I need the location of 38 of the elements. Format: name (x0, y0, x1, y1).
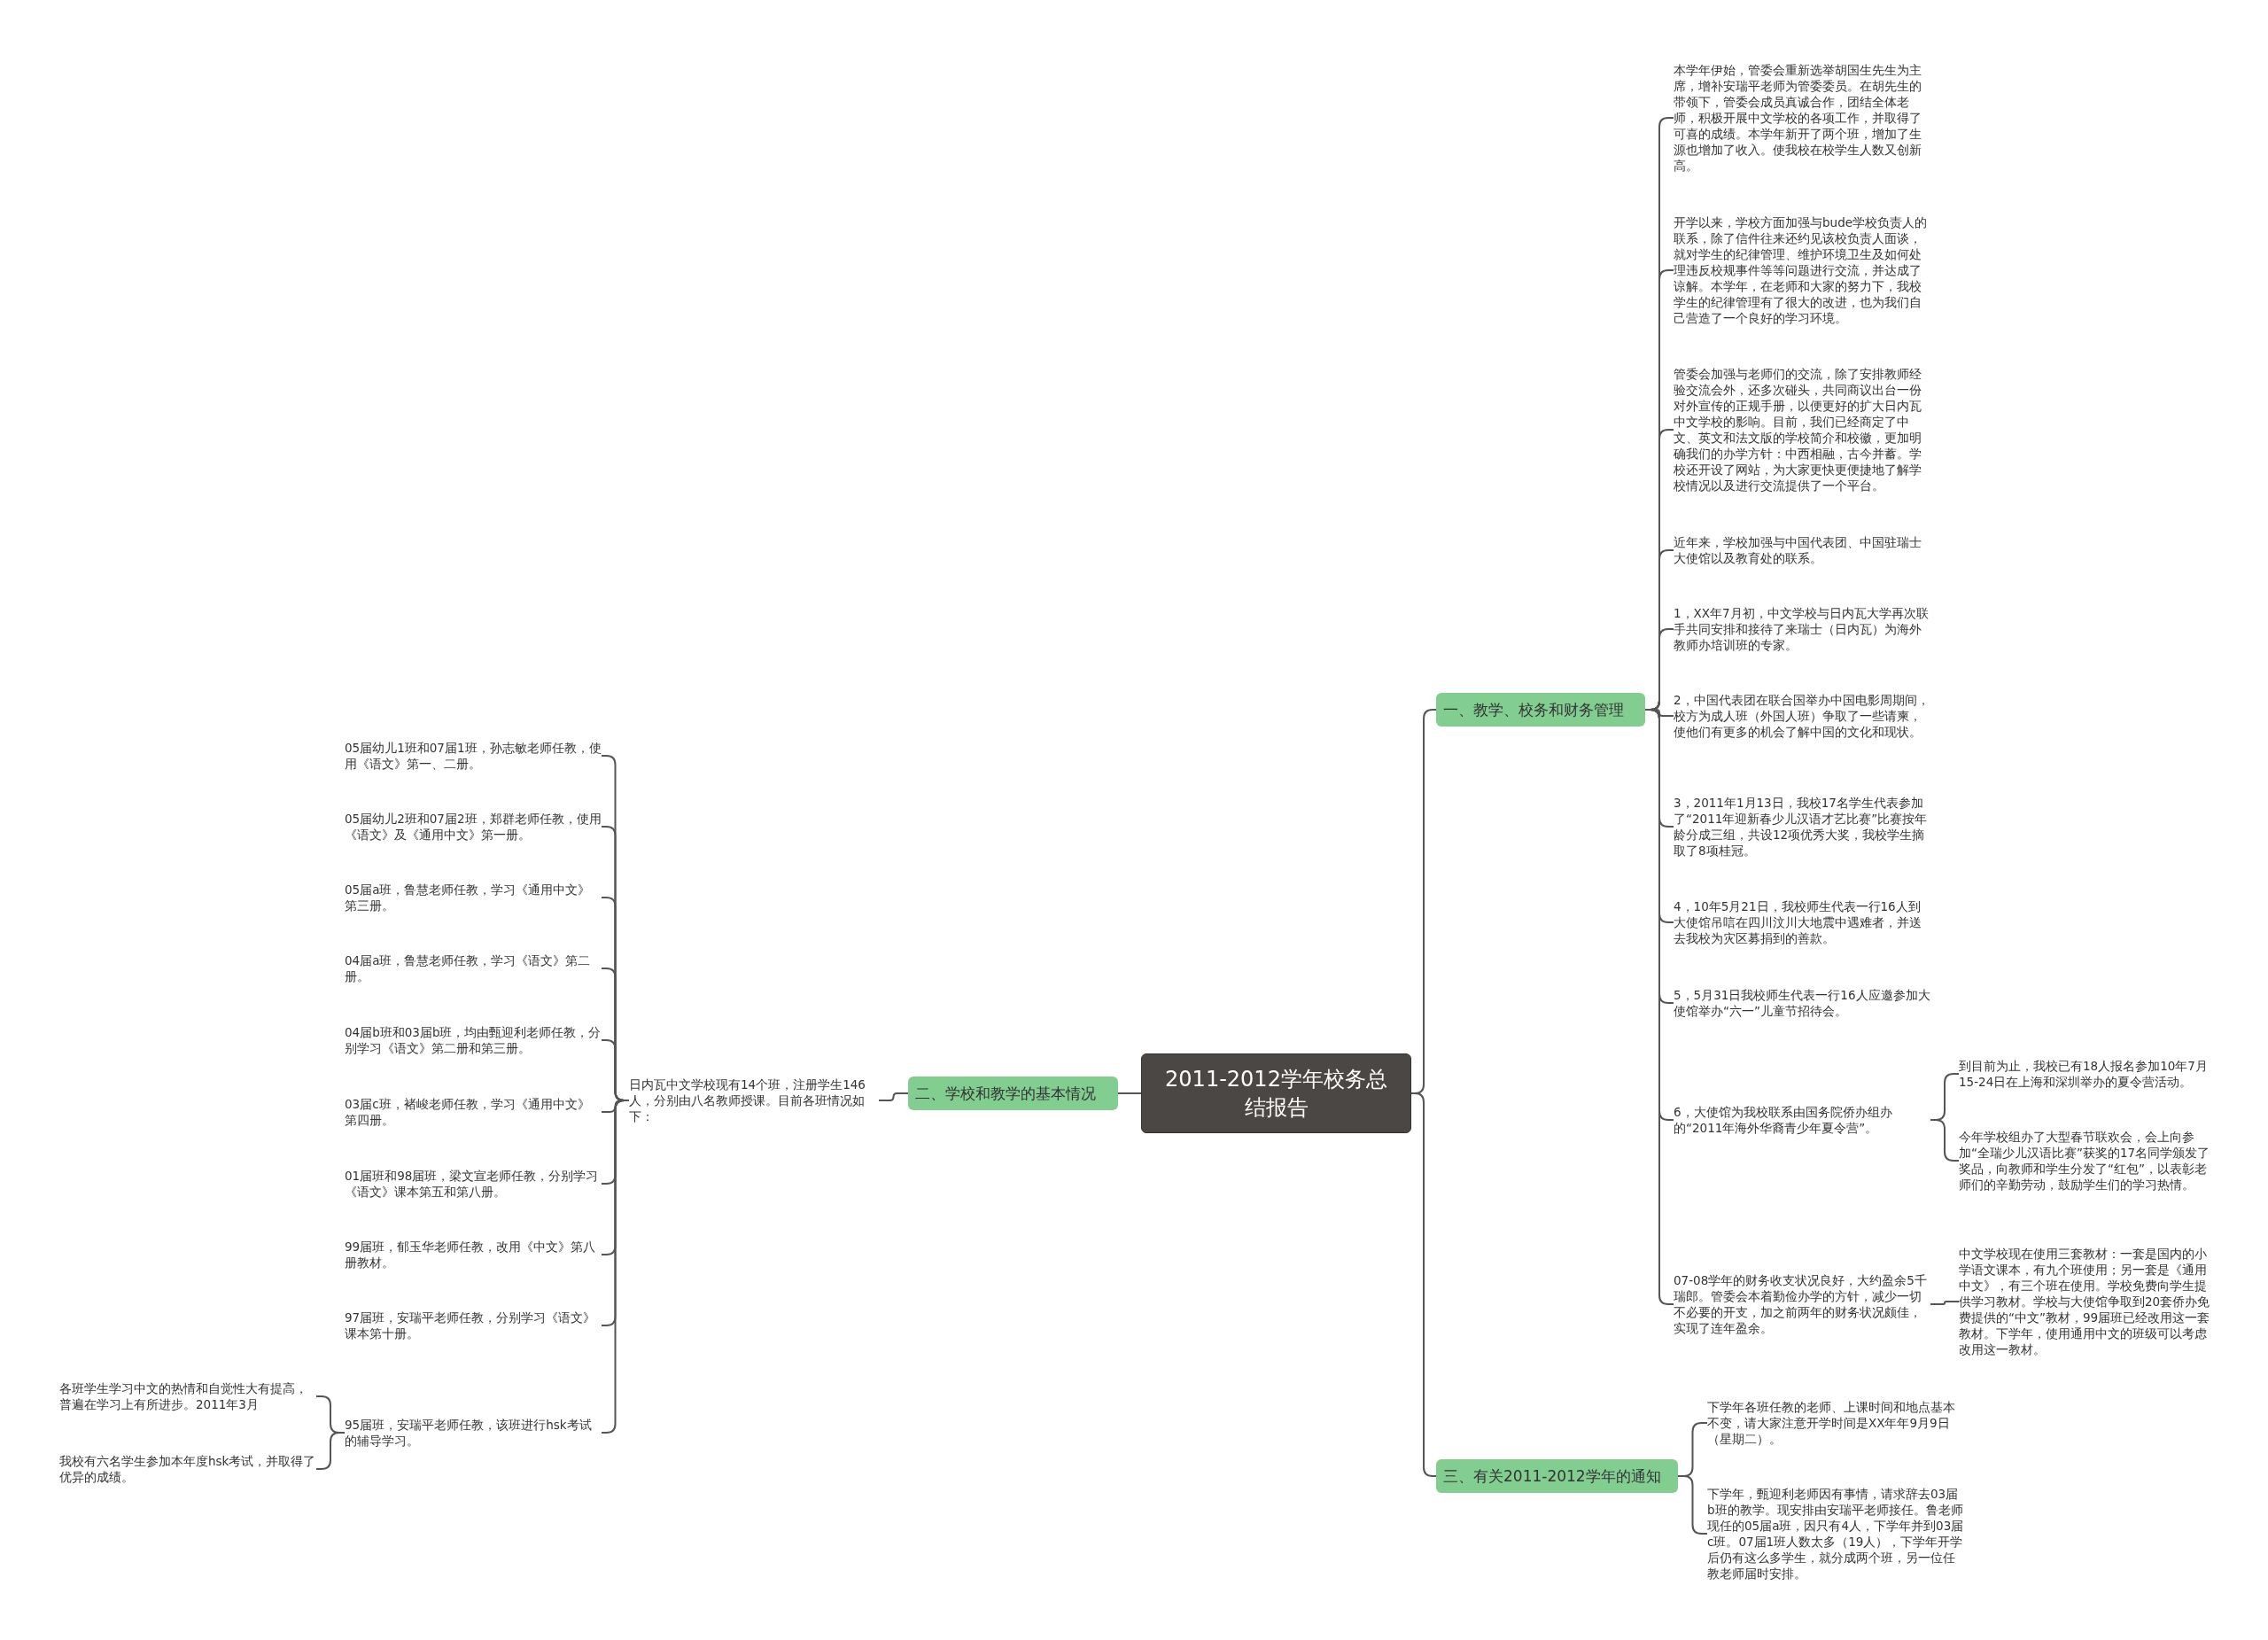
topic-text: 4，10年5月21日，我校师生代表一行16人到大使馆吊唁在四川汶川大地震中遇难者，并送去我校为灾区募捐到的善款。 (1674, 895, 1930, 950)
topic-text: 3，2011年1月13日，我校17名学生代表参加了“2011年迎新春少儿汉语才艺比赛”比赛按年龄分成三组，共设12项优秀大奖，我校学生摘取了8项桂冠。 (1674, 791, 1930, 862)
connector-line (315, 1432, 346, 1470)
topic-text: 下学年，甄迎利老师因有事情，请求辞去03届b班的教学。现安排由安瑞平老师接任。鲁老师现任的05届a班，因只有4人，下学年并到03届c班。07届1班人数太多（19人），下学年开学后仍有这么多学生，就分成两个班，另一位任教老师届时安排。 (1707, 1482, 1964, 1585)
topic-text: 01届班和98届班，梁文宣老师任教，分别学习《语文》课本第五和第八册。 (345, 1164, 602, 1203)
topic-text: 近年来，学校加强与中国代表团、中国驻瑞士大使馆以及教育处的联系。 (1674, 531, 1930, 570)
topic-text: 2，中国代表团在联合国举办中国电影周期间，校方为成人班（外国人班）争取了一些请柬，使他们有更多的机会了解中国的文化和现状。 (1674, 688, 1930, 743)
topic-text: 97届班，安瑞平老师任教，分别学习《语文》课本第十册。 (345, 1306, 602, 1345)
topic-text: 到目前为止，我校已有18人报名参加10年7月15-24日在上海和深圳举办的夏令营活动。 (1959, 1054, 2216, 1093)
branch-topic-box: 一、教学、校务和财务管理 (1436, 693, 1645, 727)
topic-text: 05届幼儿2班和07届2班，郑群老师任教，使用《语文》及《通用中文》第一册。 (345, 807, 602, 846)
topic-text: 1，XX年7月初，中文学校与日内瓦大学再次联手共同安排和接待了来瑞士（日内瓦）为海外教师办培训班的专家。 (1674, 602, 1930, 657)
topic-text: 5，5月31日我校师生代表一行16人应邀参加大使馆举办“六一”儿童节招待会。 (1674, 983, 1930, 1022)
topic-text: 中文学校现在使用三套教材：一套是国内的小学语文课本，有九个班使用；另一套是《通用中文》，有三个班在使用。学校免费向学生提供学习教材。学校与大使馆争取到20套侨办免费提供的“中文”教材，99届班已经改用这一套教材。下学年，使用通用中文的班级可以考虑改用这一教材。 (1959, 1242, 2216, 1361)
topic-text: 各班学生学习中文的热情和自觉性大有提高，普遍在学习上有所进步。2011年3月 (59, 1377, 316, 1416)
topic-text: 我校有六名学生参加本年度hsk考试，并取得了优异的成绩。 (59, 1450, 316, 1488)
topic-text: 下学年各班任教的老师、上课时间和地点基本不变，请大家注意开学时间是XX年年9月9日（星期二）。 (1707, 1395, 1964, 1450)
topic-text: 05届a班，鲁慧老师任教，学习《通用中文》第三册。 (345, 878, 602, 917)
connector-line (878, 1092, 909, 1101)
topic-text: 今年学校组办了大型春节联欢会，会上向参加“全瑞少儿汉语比赛”获奖的17名同学颁发了奖品，向教师和学生分发了“红包”，以表彰老师们的辛勤劳动，鼓励学生们的学习热情。 (1959, 1125, 2216, 1196)
connector-line (1930, 1119, 1960, 1162)
topic-text: 6，大使馆为我校联系由国务院侨办组办的“2011年海外华裔青少年夏令营”。 (1674, 1100, 1930, 1139)
branch-topic-box: 三、有关2011-2012学年的通知 (1436, 1459, 1678, 1493)
topic-text: 07-08学年的财务收支状况良好，大约盈余5千瑞郎。管委会本着勤俭办学的方针，减少一切不必要的开支，加之前两年的财务状况颇佳，实现了连年盈余。 (1674, 1269, 1930, 1340)
topic-text: 管委会加强与老师们的交流，除了安排教师经验交流会外，还多次碰头，共同商议出台一份对外宣传的正规手册，以便更好的扩大日内瓦中文学校的影响。目前，我们已经商定了中文、英文和法文版的学校简介和校徽，更加明确我们的办学方针：中西相融，古今并蓄。学校还开设了网站，为大家更快更便捷地了解学校情况以及进行交流提供了一个平台。 (1674, 362, 1930, 497)
topic-text: 04届a班，鲁慧老师任教，学习《语文》第二册。 (345, 949, 602, 988)
connector-line (1930, 1301, 1960, 1305)
topic-text: 03届c班，褚峻老师任教，学习《通用中文》第四册。 (345, 1092, 602, 1131)
root-topic-box: 2011-2012学年校务总结报告 (1141, 1053, 1411, 1133)
topic-text: 95届班，安瑞平老师任教，该班进行hsk考试的辅导学习。 (345, 1413, 602, 1452)
topic-text: 本学年伊始，管委会重新选举胡国生先生为主席，增补安瑞平老师为管委委员。在胡先生的带领下，管委会成员真诚合作，团结全体老师，积极开展中文学校的各项工作，并取得了可喜的成绩。本学年新开了两个班，增加了生源也增加了收入。使我校在校学生人数又创新高。 (1674, 58, 1930, 177)
topic-text: 开学以来，学校方面加强与bude学校负责人的联系，除了信件往来还约见该校负责人面谈，就对学生的纪律管理、维护环境卫生及如何处理违反校规事件等等问题进行交流，并达成了谅解。本学年，在老师和大家的努力下，我校学生的纪律管理有了很大的改进，也为我们自己营造了一个良好的学习环境。 (1674, 211, 1930, 330)
branch-topic-box: 二、学校和教学的基本情况 (908, 1076, 1118, 1110)
topic-text: 99届班，郁玉华老师任教，改用《中文》第八册教材。 (345, 1235, 602, 1274)
topic-text: 05届幼儿1班和07届1班，孙志敏老师任教，使用《语文》第一、二册。 (345, 736, 602, 775)
topic-text: 日内瓦中文学校现有14个班，注册学生146人，分别由八名教师授课。目前各班情况如下： (629, 1073, 879, 1128)
topic-text: 04届b班和03届b班，均由甄迎利老师任教，分别学习《语文》第二册和第三册。 (345, 1021, 602, 1060)
connector-line (1117, 1092, 1142, 1094)
